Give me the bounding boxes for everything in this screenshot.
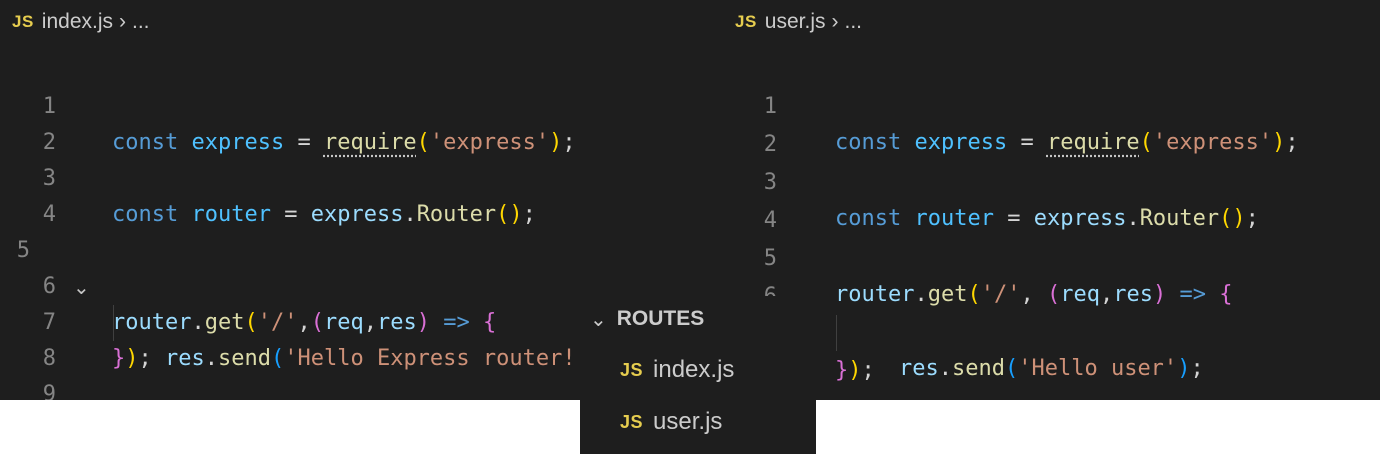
line-number: 4: [42, 202, 56, 227]
line-number: 1: [763, 94, 777, 119]
code-line: 2: [0, 89, 735, 155]
editor-index-js[interactable]: JS index.js › ... 1 const express = requ…: [0, 0, 735, 400]
explorer-file-user-js[interactable]: JS user.js: [620, 406, 722, 438]
line-number: 5: [763, 246, 777, 271]
chevron-down-icon[interactable]: ⌄: [590, 307, 607, 331]
code-line: 4: [0, 161, 735, 227]
breadcrumb-more[interactable]: ...: [132, 10, 150, 33]
code-line: 6 res.send('Hello Express router!');: [0, 233, 735, 371]
file-name: user.js: [653, 408, 723, 435]
editor-user-js[interactable]: JS user.js › ... 1 const express = requi…: [735, 0, 1380, 400]
line-number: 3: [42, 166, 56, 191]
code-line: 9 module.exports = router;: [0, 341, 735, 400]
explorer-file-index-js[interactable]: JS index.js: [620, 354, 734, 386]
line-number: 9: [42, 382, 56, 400]
line-number: 3: [763, 170, 777, 195]
code-line: 5 router.get('/', (req,res) => {: [735, 205, 1380, 307]
line-number: 4: [763, 208, 777, 233]
code-line: 3 const router = express.Router();: [0, 125, 735, 227]
folder-header[interactable]: ⌄ ROUTES: [590, 304, 704, 334]
javascript-file-icon: JS: [735, 12, 757, 31]
breadcrumb-separator-icon: ›: [119, 10, 126, 33]
javascript-file-icon: JS: [620, 411, 644, 432]
code-line: module.exports = router;: [735, 357, 1380, 400]
line-number: 8: [42, 346, 56, 371]
line-number: 6: [42, 274, 56, 299]
code-line: 1 const express = require('express');: [735, 53, 1380, 155]
line-number: 7: [42, 310, 56, 335]
breadcrumb-more[interactable]: ...: [844, 10, 863, 33]
line-number: 2: [763, 132, 777, 157]
fold-chevron-icon[interactable]: ⌄: [73, 275, 90, 299]
code-line: 7 });: [735, 281, 1380, 383]
folder-name: ROUTES: [616, 307, 705, 330]
breadcrumb-separator-icon: ›: [831, 10, 839, 33]
code-line: 2: [735, 91, 1380, 157]
code-line: 4: [735, 167, 1380, 233]
javascript-file-icon: JS: [12, 12, 34, 31]
breadcrumb-file[interactable]: index.js: [41, 10, 113, 33]
breadcrumb[interactable]: JS user.js › ...: [735, 6, 862, 38]
file-name: index.js: [653, 356, 735, 383]
indent-guide: [113, 305, 114, 341]
line-number: 2: [42, 130, 56, 155]
code-line: 3 const router = express.Router();: [735, 129, 1380, 231]
code-line: 8: [0, 305, 735, 371]
line-number: 5: [16, 238, 30, 263]
code-line: 7 });: [0, 269, 735, 371]
code-line: 6 res.send('Hello user');: [735, 243, 1380, 381]
line-number: 1: [42, 94, 56, 119]
breadcrumb-file[interactable]: user.js: [764, 10, 826, 33]
javascript-file-icon: JS: [620, 359, 644, 380]
explorer-routes-folder[interactable]: ⌄ ROUTES JS index.js JS user.js: [580, 296, 816, 454]
indent-guide: [836, 315, 837, 351]
code-line: 5 ⌄ router.get('/',(req,res) => {: [0, 197, 735, 335]
breadcrumb[interactable]: JS index.js › ...: [12, 6, 150, 38]
code-line: 1 const express = require('express');: [0, 53, 735, 155]
